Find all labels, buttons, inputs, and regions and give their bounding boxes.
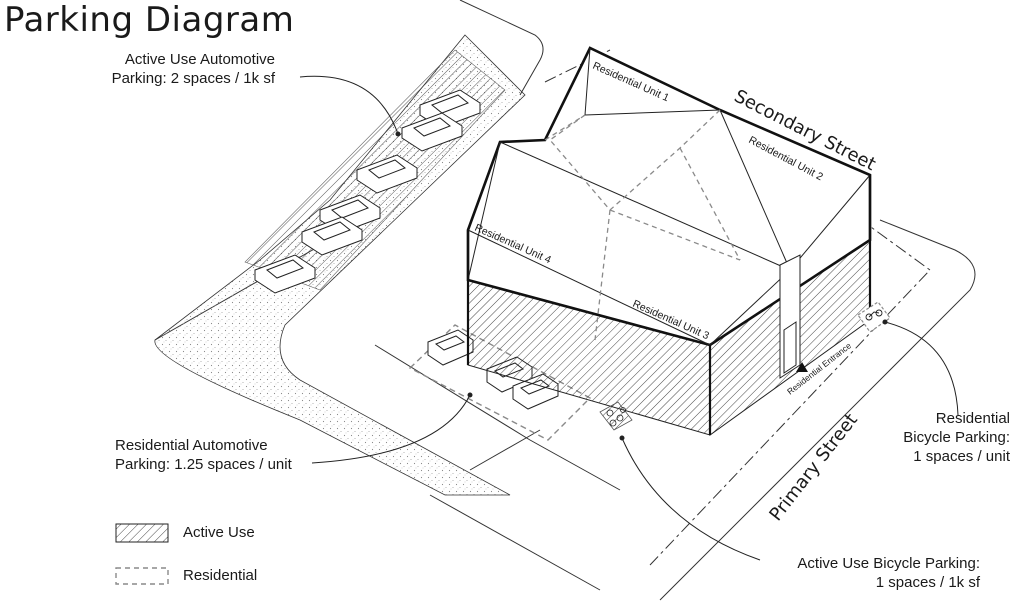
leader-residential-bike xyxy=(884,321,959,416)
bicycle-icon xyxy=(865,309,883,321)
residential-bicycle-parking xyxy=(857,301,891,333)
building xyxy=(466,46,872,436)
callout-residential-bike-line1: Residential xyxy=(935,410,1010,427)
callout-active-bike: Active Use Bicycle Parking: 1 spaces / 1… xyxy=(765,554,980,592)
callout-active-auto-line1: Active Use Automotive xyxy=(124,51,275,68)
callout-residential-bike-line2: Bicycle Parking: xyxy=(903,429,1010,446)
callout-residential-auto-line2: Parking: 1.25 spaces / unit xyxy=(115,456,292,473)
leader-active-bike xyxy=(621,437,761,561)
callout-active-auto-line2: Parking: 2 spaces / 1k sf xyxy=(111,70,275,87)
callout-active-auto: Active Use Automotive Parking: 2 spaces … xyxy=(100,50,275,88)
leader-residential-auto xyxy=(311,394,471,464)
legend-residential-swatch xyxy=(115,567,169,585)
callout-residential-auto: Residential Automotive Parking: 1.25 spa… xyxy=(115,436,335,474)
callout-active-bike-line2: 1 spaces / 1k sf xyxy=(875,574,980,591)
legend-active-label: Active Use xyxy=(183,524,255,541)
legend-residential-label: Residential xyxy=(183,567,258,584)
callout-residential-bike-line3: 1 spaces / unit xyxy=(913,448,1010,465)
primary-street-label: Primary Street xyxy=(765,410,862,525)
callout-residential-auto-line1: Residential Automotive xyxy=(115,437,268,454)
page-title: Parking Diagram xyxy=(4,0,295,40)
callout-residential-bike: Residential Bicycle Parking: 1 spaces / … xyxy=(880,409,1010,466)
leader-active-auto xyxy=(299,75,399,135)
bicycle-rack-icon xyxy=(606,407,626,427)
active-use-bicycle-parking xyxy=(599,401,633,431)
callout-active-bike-line1: Active Use Bicycle Parking: xyxy=(797,555,980,572)
active-use-cars xyxy=(254,89,481,294)
entrance-arrow-icon xyxy=(796,362,808,372)
callout-leaders xyxy=(299,75,959,561)
legend-active-swatch xyxy=(115,523,169,543)
